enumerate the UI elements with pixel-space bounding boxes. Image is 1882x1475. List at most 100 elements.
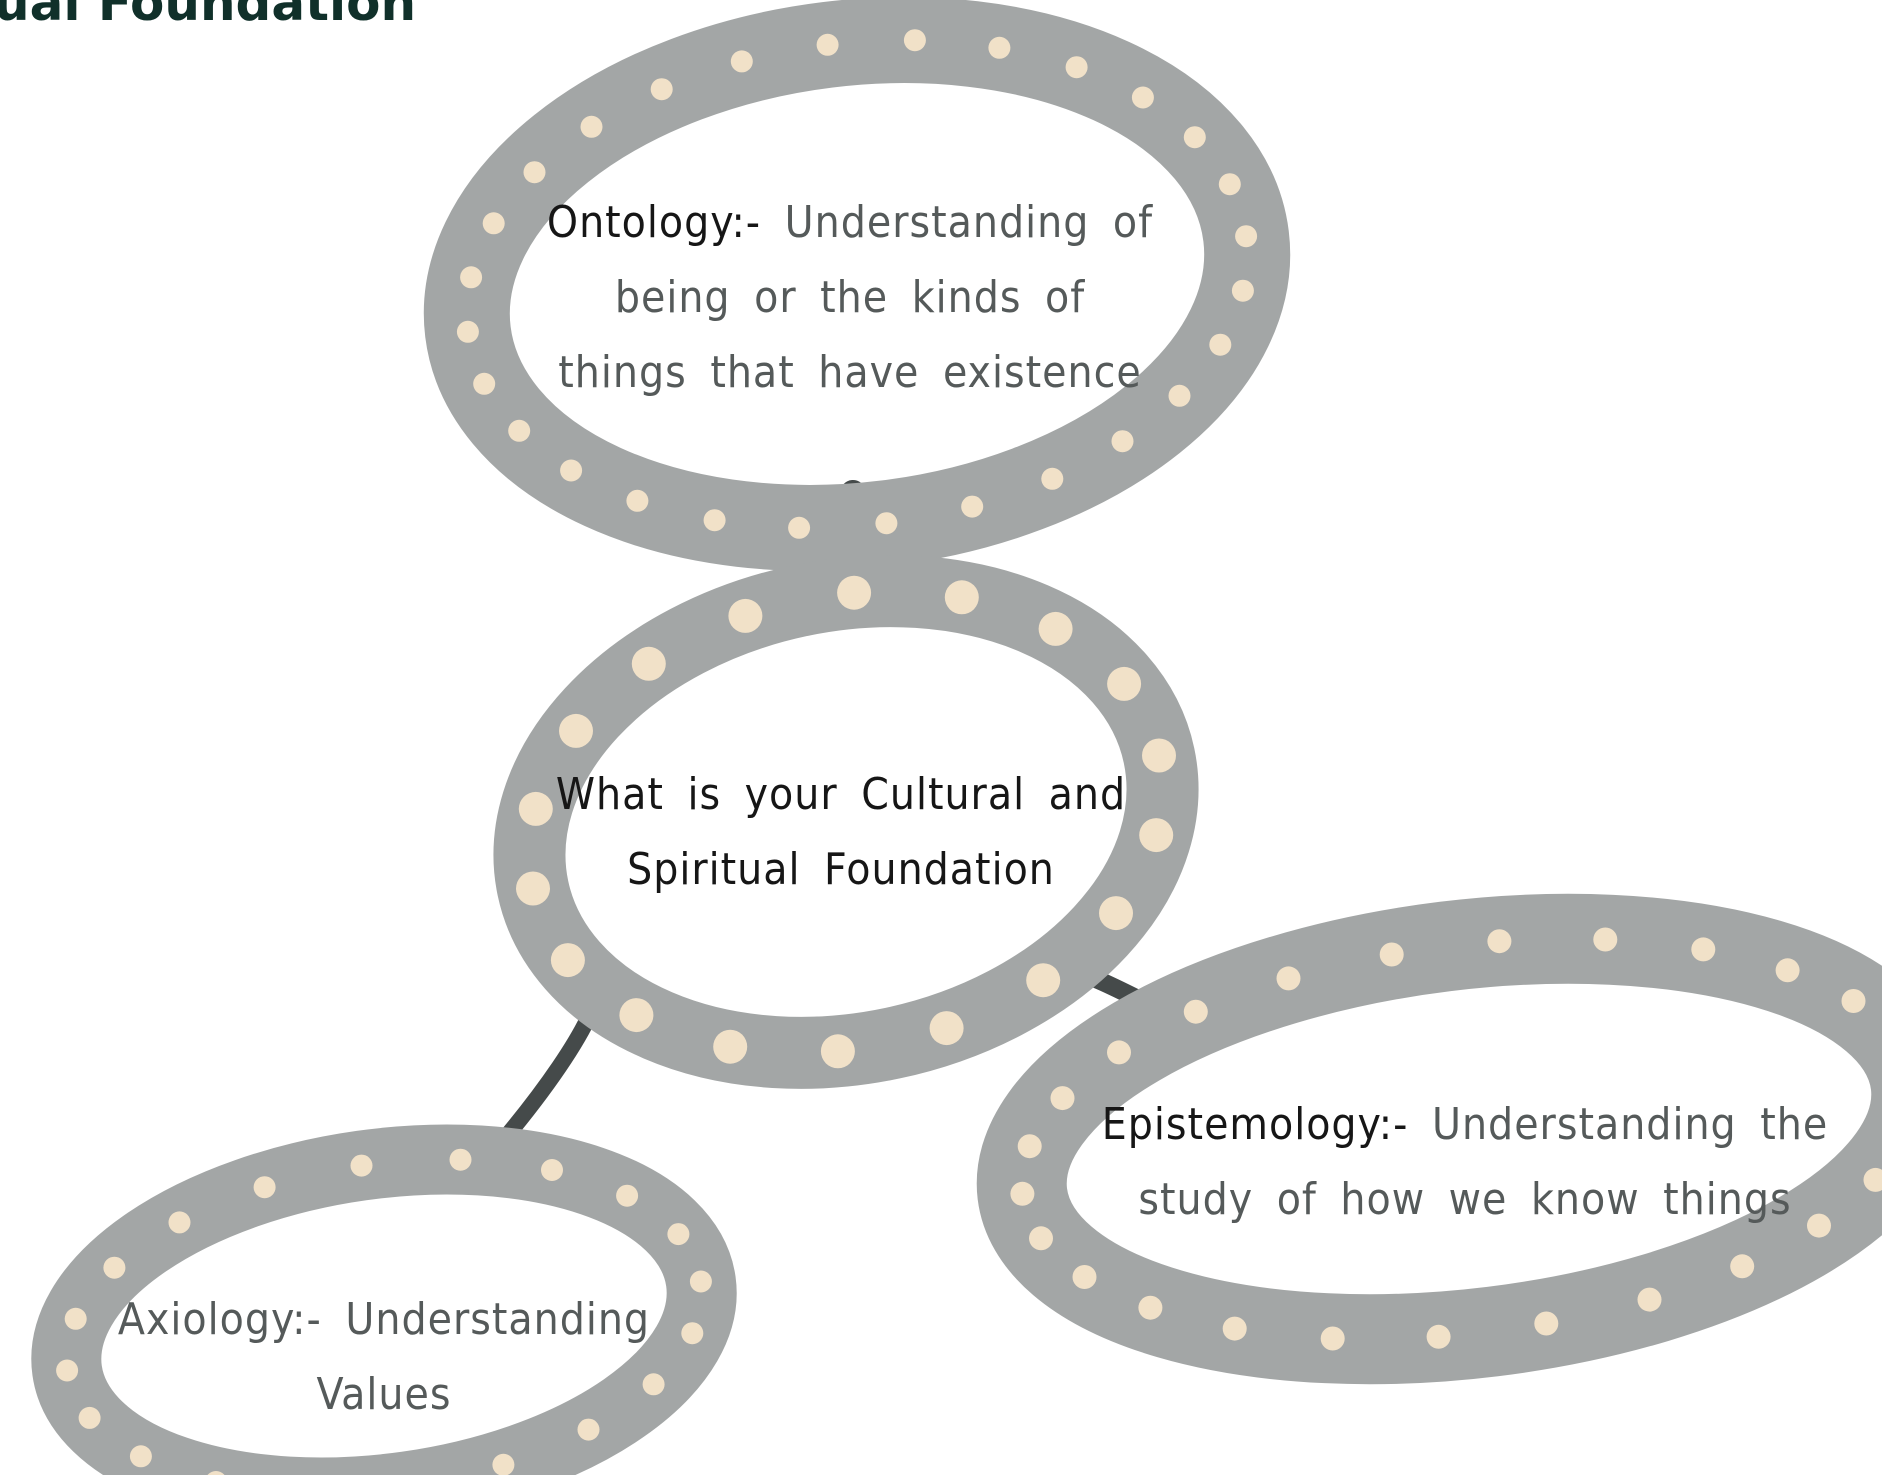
ontology-dot <box>482 212 505 235</box>
epistemology-dot <box>1276 966 1301 991</box>
ontology-dot <box>1183 126 1206 149</box>
ontology-dot <box>903 29 926 52</box>
axiology-dot <box>449 1148 472 1171</box>
center-question-text: What is your Cultural and Spiritual Foun… <box>546 757 1136 907</box>
center-dot <box>944 580 979 615</box>
epistemology-dot <box>1010 1181 1035 1206</box>
ontology-dot <box>1209 333 1232 356</box>
axiology-dot <box>667 1223 690 1246</box>
epistemology-dot <box>1107 1040 1131 1065</box>
axiology-text: Axiology:- Understanding Values <box>114 1282 654 1432</box>
epistemology-line-1: Epistemology:- Understanding the <box>1100 1087 1830 1162</box>
axiology-dot <box>168 1211 191 1234</box>
ontology-node <box>423 0 1291 571</box>
ontology-dot <box>1131 86 1154 109</box>
axiology-dot <box>577 1418 600 1441</box>
center-dot <box>713 1029 748 1064</box>
ontology-line-3: things that have existence <box>558 347 1142 398</box>
ontology-line-1: Ontology:- Understanding of <box>540 185 1160 260</box>
epistemology-dot <box>1222 1316 1247 1341</box>
center-line-1: What is your Cultural and <box>555 769 1127 820</box>
ontology-dot <box>1041 467 1064 490</box>
axiology-dot <box>642 1373 665 1396</box>
center-dot <box>1107 666 1142 701</box>
epistemology-text: Epistemology:- Understanding the study o… <box>1100 1087 1830 1237</box>
ontology-dot <box>875 512 898 535</box>
epistemology-dot <box>1534 1311 1559 1336</box>
epistemology-dot <box>1593 927 1618 952</box>
ontology-dot <box>988 36 1011 59</box>
center-dot <box>929 1011 964 1046</box>
page-title: ual Foundation <box>0 0 417 32</box>
ontology-dot <box>626 489 649 512</box>
ontology-dot <box>816 33 839 56</box>
epistemology-node <box>976 893 1882 1385</box>
center-dot <box>820 1034 855 1069</box>
ontology-dot <box>1111 430 1134 453</box>
center-dot <box>631 646 666 681</box>
epistemology-dot <box>1691 937 1716 962</box>
epistemology-dot <box>1029 1226 1053 1251</box>
ontology-line-2: being or the kinds of <box>614 272 1086 323</box>
ontology-dot <box>523 161 546 184</box>
ontology-dot <box>473 372 496 395</box>
ontology-dot <box>1065 56 1088 79</box>
ontology-dot <box>460 266 483 289</box>
axiology-ring-dots <box>56 1148 712 1475</box>
ontology-dot <box>1235 225 1258 248</box>
axiology-dot <box>129 1445 152 1468</box>
ontology-dot <box>1218 173 1241 196</box>
center-dot <box>550 943 585 978</box>
epistemology-dot <box>1426 1324 1451 1349</box>
center-dot <box>1038 611 1073 646</box>
ontology-dot <box>788 516 811 539</box>
axiology-dot <box>78 1406 101 1429</box>
ontology-dot <box>456 320 479 343</box>
center-dot <box>1139 818 1174 853</box>
epistemology-dot <box>1807 1213 1831 1238</box>
center-dot <box>518 791 553 826</box>
axiology-line-1: Axiology:- Understanding <box>117 1294 651 1345</box>
center-line-2: Spiritual Foundation <box>627 844 1055 895</box>
axiology-dot <box>681 1322 704 1345</box>
epistemology-dot <box>1730 1254 1755 1279</box>
epistemology-dot <box>1183 999 1208 1024</box>
ontology-dot <box>703 509 726 532</box>
epistemology-dot <box>1050 1086 1075 1111</box>
center-dot <box>1099 896 1133 931</box>
axiology-dot <box>56 1359 79 1382</box>
ontology-dot <box>730 50 753 73</box>
axiology-dot <box>541 1159 563 1181</box>
center-dot <box>837 575 872 610</box>
axiology-dot <box>64 1307 87 1330</box>
axiology-dot <box>253 1176 276 1199</box>
ontology-text: Ontology:- Understanding of being or the… <box>540 185 1160 410</box>
epistemology-dot <box>1487 929 1512 954</box>
epistemology-dot <box>1379 942 1404 967</box>
axiology-dot <box>616 1184 639 1207</box>
axiology-dot <box>207 1471 225 1475</box>
ontology-dot <box>580 115 603 138</box>
epistemology-dot <box>1138 1295 1163 1320</box>
ontology-dot <box>961 495 984 518</box>
epistemology-line-2: study of how we know things <box>1138 1174 1792 1225</box>
epistemology-dot <box>1017 1134 1042 1159</box>
ontology-dot <box>1168 384 1191 407</box>
epistemology-definition-1: Understanding the <box>1408 1099 1829 1150</box>
axiology-dot <box>350 1154 373 1177</box>
center-node <box>493 555 1199 1089</box>
center-dot <box>1026 963 1061 998</box>
center-ring-dots <box>516 575 1176 1069</box>
center-dot <box>728 598 763 633</box>
axiology-dot <box>492 1453 515 1475</box>
ontology-dot <box>560 459 583 482</box>
axiology-line-2: Values <box>316 1369 452 1420</box>
epistemology-dot <box>1775 958 1800 983</box>
connector-center-axiology <box>497 999 601 1146</box>
epistemology-dot <box>1637 1287 1662 1312</box>
ontology-dot <box>1231 279 1254 302</box>
ontology-dot <box>650 78 673 101</box>
epistemology-dot <box>1320 1326 1345 1351</box>
